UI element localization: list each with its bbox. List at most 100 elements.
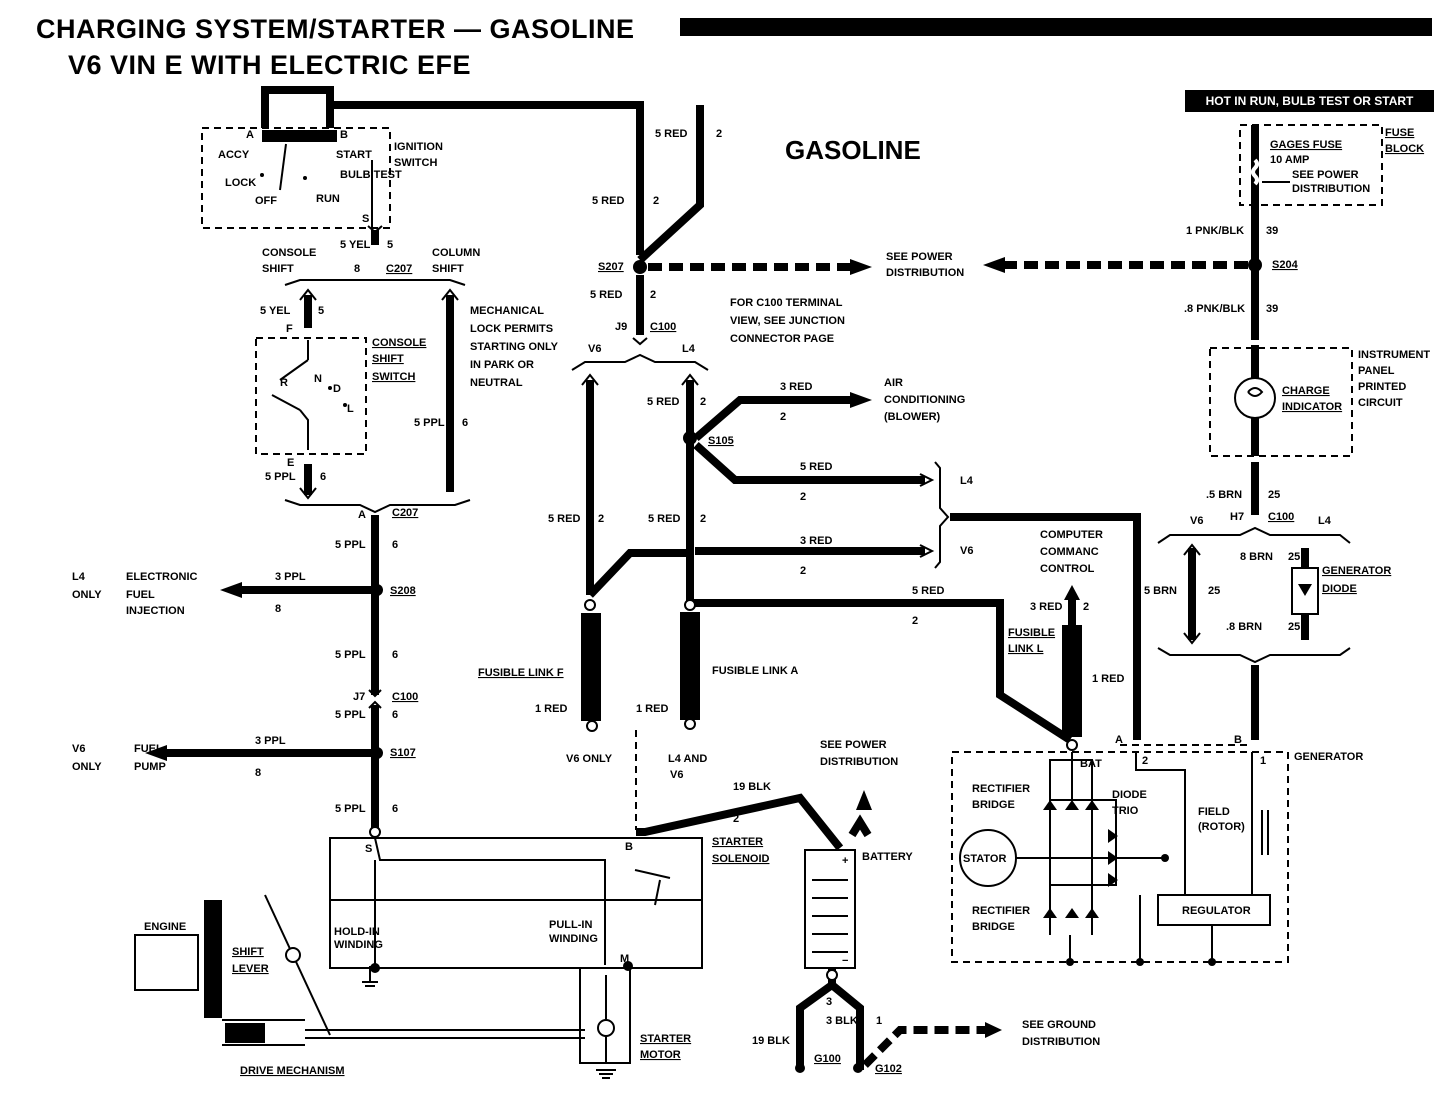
svg-text:2: 2 bbox=[716, 128, 722, 140]
svg-text:2: 2 bbox=[653, 195, 659, 207]
svg-text:8: 8 bbox=[275, 603, 281, 615]
svg-text:1: 1 bbox=[1260, 755, 1266, 767]
svg-text:19 BLK: 19 BLK bbox=[733, 781, 771, 793]
svg-text:5: 5 bbox=[387, 239, 393, 251]
svg-text:5 BRN: 5 BRN bbox=[1144, 585, 1177, 597]
ign-term-s: S bbox=[362, 213, 369, 225]
starter-solenoid-label: STARTER bbox=[712, 836, 763, 848]
svg-text:3 RED: 3 RED bbox=[780, 381, 812, 393]
svg-text:SHIFT: SHIFT bbox=[262, 263, 294, 275]
svg-text:FUSIBLE: FUSIBLE bbox=[1008, 627, 1055, 639]
svg-text:.8 BRN: .8 BRN bbox=[1226, 621, 1262, 633]
svg-text:COMMANC: COMMANC bbox=[1040, 546, 1099, 558]
svg-text:BATTERY: BATTERY bbox=[862, 851, 913, 863]
ign-term-a: A bbox=[246, 129, 254, 141]
ign-pos-bulb: BULB TEST bbox=[340, 169, 402, 181]
fusible-link-a: FUSIBLE LINK A 1 RED bbox=[636, 599, 798, 730]
svg-text:R: R bbox=[280, 377, 288, 389]
svg-text:L4: L4 bbox=[682, 343, 696, 355]
svg-text:5 RED: 5 RED bbox=[590, 289, 622, 301]
wire-5red-top: 5 RED bbox=[655, 128, 687, 140]
svg-text:J7: J7 bbox=[353, 691, 365, 703]
svg-text:V6: V6 bbox=[960, 545, 973, 557]
svg-text:C207: C207 bbox=[392, 507, 418, 519]
svg-text:1: 1 bbox=[876, 1015, 882, 1027]
svg-text:5 YEL: 5 YEL bbox=[260, 305, 291, 317]
svg-text:CONTROL: CONTROL bbox=[1040, 563, 1095, 575]
svg-text:SOLENOID: SOLENOID bbox=[712, 853, 770, 865]
generator: BAT A B 2 1 STATOR RECTIFIER BRIDGE RECT… bbox=[951, 734, 1363, 966]
svg-text:V6: V6 bbox=[1190, 515, 1203, 527]
svg-text:CIRCUIT: CIRCUIT bbox=[1358, 397, 1403, 409]
svg-text:ONLY: ONLY bbox=[72, 761, 102, 773]
svg-text:INSTRUMENT: INSTRUMENT bbox=[1358, 349, 1430, 361]
see-ground-label: SEE GROUND bbox=[1022, 1019, 1096, 1031]
svg-text:(ROTOR): (ROTOR) bbox=[1198, 821, 1245, 833]
svg-text:STATOR: STATOR bbox=[963, 853, 1006, 865]
svg-text:C207: C207 bbox=[386, 263, 412, 275]
svg-text:5 PPL: 5 PPL bbox=[414, 417, 445, 429]
svg-text:C100: C100 bbox=[392, 691, 418, 703]
svg-text:−: − bbox=[842, 955, 848, 967]
section-label: GASOLINE bbox=[785, 135, 921, 165]
svg-text:DISTRIBUTION: DISTRIBUTION bbox=[1022, 1036, 1100, 1048]
svg-text:CONNECTOR PAGE: CONNECTOR PAGE bbox=[730, 333, 834, 345]
svg-text:(BLOWER): (BLOWER) bbox=[884, 411, 941, 423]
svg-text:CHARGE: CHARGE bbox=[1282, 385, 1330, 397]
svg-text:5 PPL: 5 PPL bbox=[335, 709, 366, 721]
starter-motor: STARTER MOTOR bbox=[579, 967, 691, 1079]
ignition-switch-label: IGNITION bbox=[394, 141, 443, 153]
column-shift-label: COLUMN bbox=[432, 247, 480, 259]
svg-text:S204: S204 bbox=[1272, 259, 1299, 271]
svg-text:C100: C100 bbox=[650, 321, 676, 333]
svg-text:REGULATOR: REGULATOR bbox=[1182, 905, 1251, 917]
svg-text:5 YEL: 5 YEL bbox=[340, 239, 371, 251]
fuel-pump-label: FUEL bbox=[134, 743, 163, 755]
svg-text:G102: G102 bbox=[875, 1063, 902, 1075]
charge-indicator: CHARGE INDICATOR INSTRUMENT PANEL PRINTE… bbox=[1209, 345, 1430, 457]
svg-text:BRIDGE: BRIDGE bbox=[972, 921, 1015, 933]
svg-text:39: 39 bbox=[1266, 225, 1278, 237]
svg-text:1 RED: 1 RED bbox=[1092, 673, 1124, 685]
svg-text:6: 6 bbox=[392, 649, 398, 661]
svg-text:.5 BRN: .5 BRN bbox=[1206, 489, 1242, 501]
svg-text:2: 2 bbox=[733, 813, 739, 825]
svg-text:3 PPL: 3 PPL bbox=[255, 735, 286, 747]
ac-label: AIR bbox=[884, 377, 903, 389]
svg-text:2: 2 bbox=[1142, 755, 1148, 767]
svg-text:NEUTRAL: NEUTRAL bbox=[470, 377, 523, 389]
svg-text:3 BLK: 3 BLK bbox=[826, 1015, 858, 1027]
svg-text:DISTRIBUTION: DISTRIBUTION bbox=[820, 756, 898, 768]
svg-text:39: 39 bbox=[1266, 303, 1278, 315]
svg-text:STARTING ONLY: STARTING ONLY bbox=[470, 341, 559, 353]
svg-text:1 RED: 1 RED bbox=[535, 703, 567, 715]
svg-text:F: F bbox=[286, 323, 293, 335]
svg-text:IN PARK OR: IN PARK OR bbox=[470, 359, 534, 371]
svg-text:8: 8 bbox=[354, 263, 360, 275]
svg-text:25: 25 bbox=[1268, 489, 1280, 501]
svg-text:5 RED: 5 RED bbox=[800, 461, 832, 473]
svg-text:6: 6 bbox=[392, 539, 398, 551]
ignition-switch-label2: SWITCH bbox=[394, 157, 437, 169]
svg-text:DIODE: DIODE bbox=[1112, 789, 1147, 801]
ign-pos-accy: ACCY bbox=[218, 149, 250, 161]
svg-text:STARTER: STARTER bbox=[640, 1033, 691, 1045]
svg-text:C100: C100 bbox=[1268, 511, 1294, 523]
svg-text:10 AMP: 10 AMP bbox=[1270, 154, 1309, 166]
svg-text:5 RED: 5 RED bbox=[592, 195, 624, 207]
svg-text:FUSIBLE LINK F: FUSIBLE LINK F bbox=[478, 667, 564, 679]
svg-text:1 RED: 1 RED bbox=[636, 703, 668, 715]
svg-text:6: 6 bbox=[320, 471, 326, 483]
svg-text:3: 3 bbox=[826, 996, 832, 1008]
svg-text:FUEL: FUEL bbox=[126, 589, 155, 601]
l4-and-v6-label: L4 AND bbox=[668, 753, 707, 765]
svg-text:5 PPL: 5 PPL bbox=[335, 803, 366, 815]
ign-pos-off: OFF bbox=[255, 195, 277, 207]
svg-text:BRIDGE: BRIDGE bbox=[972, 799, 1015, 811]
svg-text:5 PPL: 5 PPL bbox=[335, 539, 366, 551]
svg-text:FIELD: FIELD bbox=[1198, 806, 1230, 818]
svg-text:PANEL: PANEL bbox=[1358, 365, 1395, 377]
fusible-link-l: 3 RED 2 FUSIBLE LINK L COMPUTER COMMANC … bbox=[1008, 529, 1103, 751]
svg-text:+: + bbox=[842, 855, 848, 867]
svg-text:3 PPL: 3 PPL bbox=[275, 571, 306, 583]
